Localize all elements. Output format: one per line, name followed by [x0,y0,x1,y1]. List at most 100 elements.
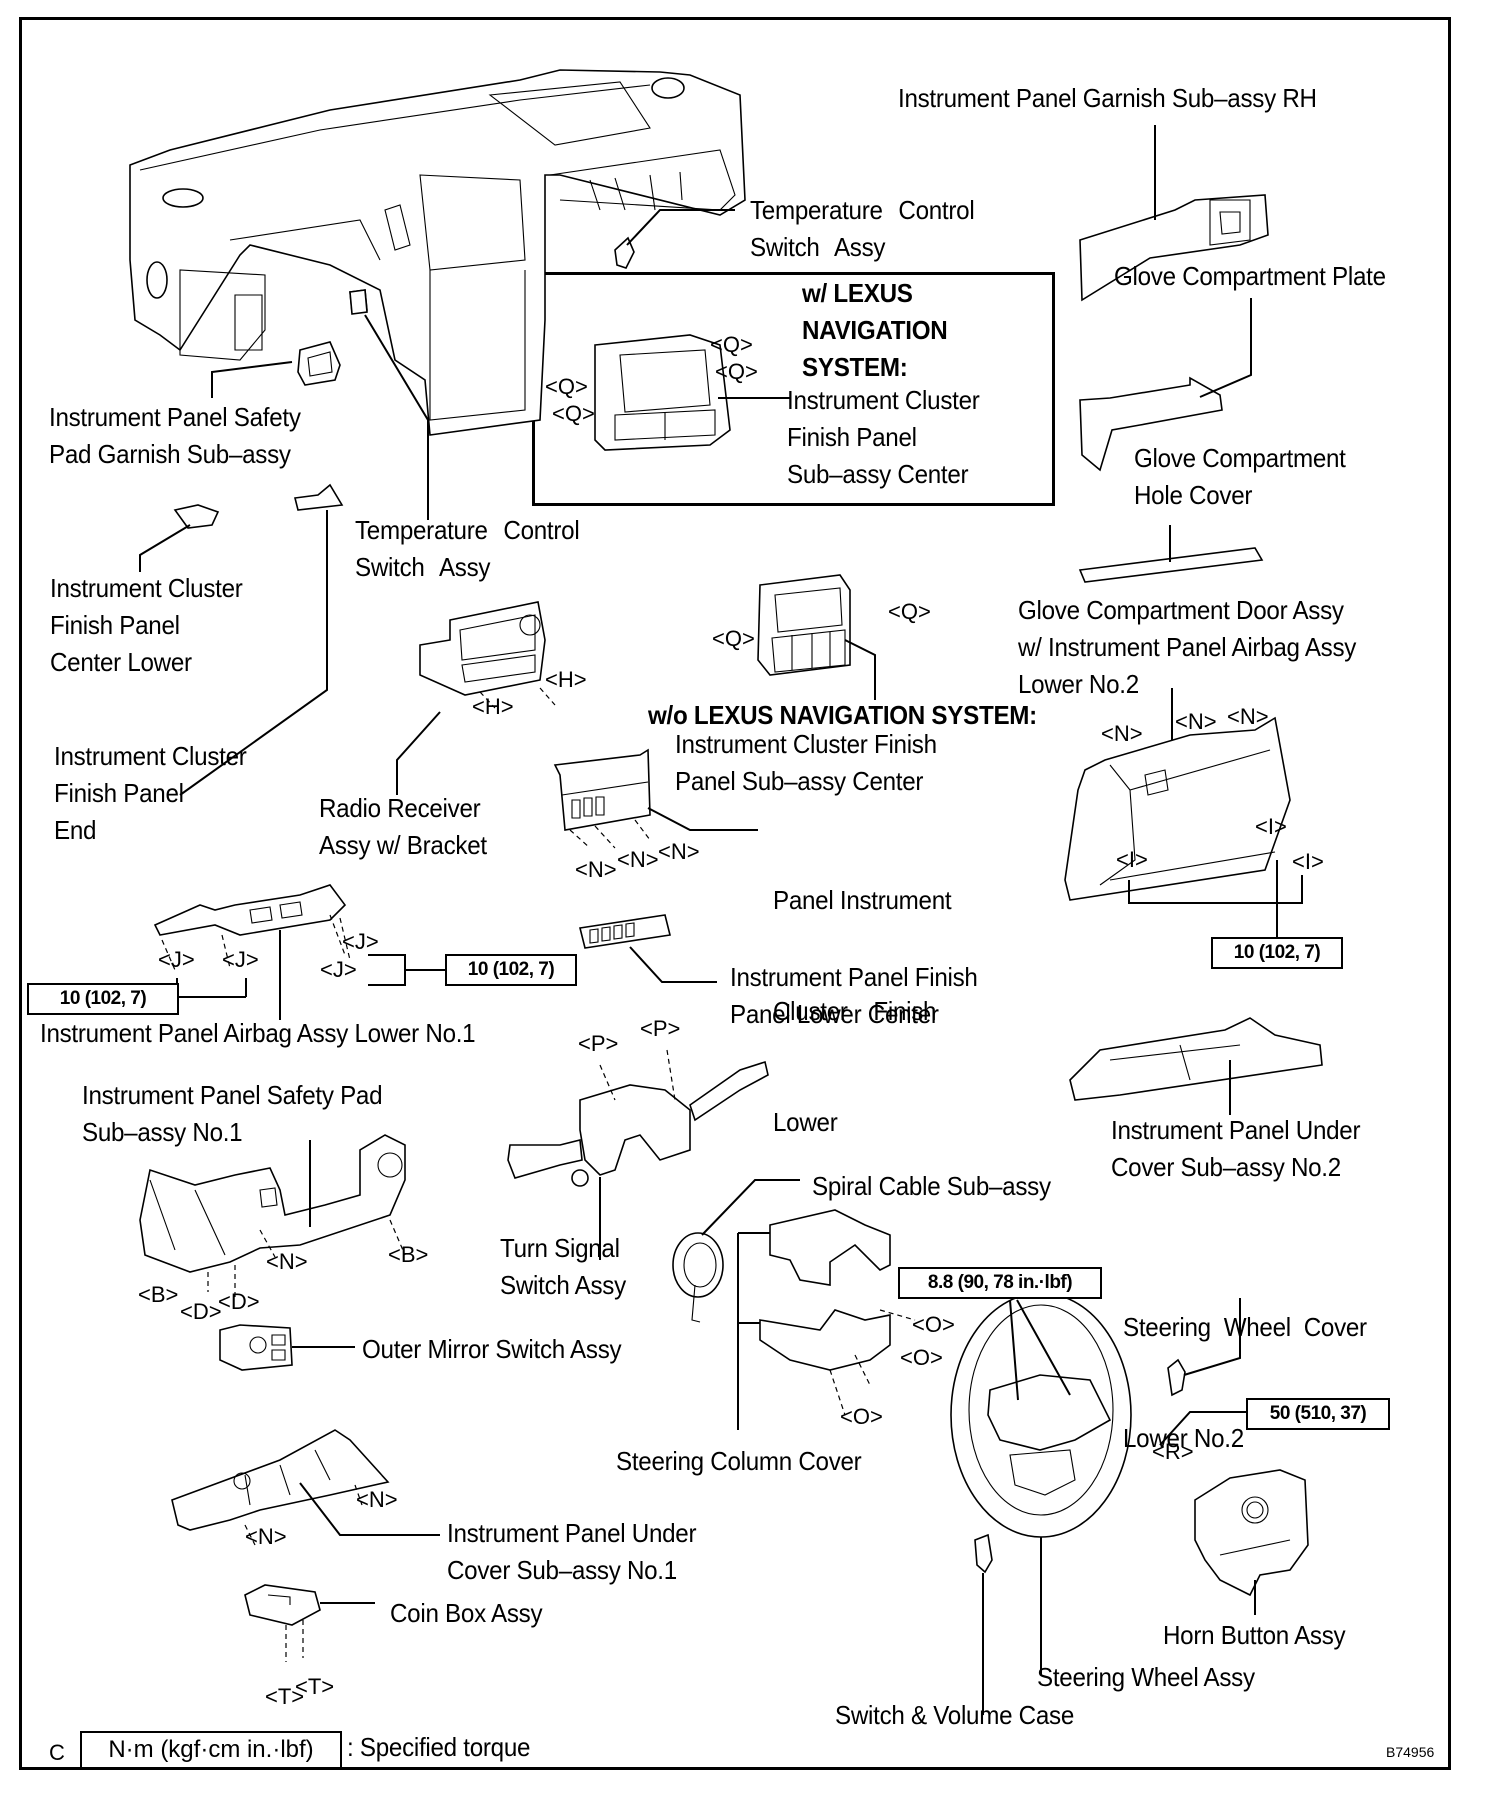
label-garnish-rh: Instrument Panel Garnish Sub–assy RH [898,83,1317,113]
torque-steering-wheel-screws: 8.8 (90, 78 in.·lbf) [898,1267,1102,1299]
clip-tag-n: <N> [356,1487,398,1512]
turn-signal-switch-drawing [507,1060,769,1187]
glove-hole-cover-drawing [1078,547,1264,583]
clip-tag-n: <N> [1101,721,1143,746]
clip-tag-q: <Q> [710,332,753,357]
clip-tag-n: <N> [617,847,659,872]
label-airbag-lower-no1: Instrument Panel Airbag Assy Lower No.1 [40,1018,476,1048]
label-glove-door: Glove Compartment Door Assy w/ Instrumen… [1018,595,1357,699]
clip-tag-h: <H> [545,667,587,692]
legend-prefix: C [49,1740,65,1765]
finish-lower-center-drawing [579,914,671,949]
section-heading-without-navigation: w/o LEXUS NAVIGATION SYSTEM: [648,700,1037,730]
clip-tag-q: <Q> [712,626,755,651]
label-cluster-finish-lower: Panel Instrument Cluster Finish Lower [773,885,952,1137]
coin-box-drawing [244,1584,321,1626]
garnish-rh-drawing [1079,194,1269,302]
clip-tag-n: <N> [658,839,700,864]
label-spiral-cable: Spiral Cable Sub–assy [812,1171,1051,1201]
switch-volume-case-drawing [974,1533,993,1574]
label-cluster-center-lower: Instrument Cluster Finish Panel Center L… [50,573,243,677]
steering-wheel-drawing [950,1292,1132,1538]
clip-tag-j: <J> [342,929,379,954]
legend-description: : Specified torque [347,1732,531,1762]
instrument-panel-drawing [129,69,746,436]
clip-tag-d: <D> [218,1289,260,1314]
clip-tag-j: <J> [222,947,259,972]
label-switch-volume-case: Switch & Volume Case [835,1700,1075,1730]
outer-mirror-switch-drawing [219,1324,293,1371]
label-steering-column-cover: Steering Column Cover [616,1446,862,1476]
label-under-cover-no1: Instrument Panel Under Cover Sub–assy No… [447,1518,697,1585]
label-finish-lower-center: Instrument Panel Finish Panel Lower Cent… [730,962,978,1029]
spiral-cable-drawing [672,1232,724,1323]
glove-door-drawing [1064,716,1291,901]
clip-tag-i: <I> [1292,849,1324,874]
label-turn-signal-switch: Turn Signal Switch Assy [500,1233,626,1300]
label-safety-pad-no1: Instrument Panel Safety Pad Sub–assy No.… [82,1080,383,1147]
label-glove-compartment-plate: Glove Compartment Plate [1114,261,1386,291]
clip-tag-i: <I> [1116,847,1148,872]
clip-tag-i: <I> [1255,814,1287,839]
clip-tag-d: <D> [180,1299,222,1324]
clip-tag-h: <H> [472,694,514,719]
clip-tag-p: <P> [578,1031,619,1056]
torque-airbag-lower-left: 10 (102, 7) [27,983,179,1015]
torque-glove-door: 10 (102, 7) [1211,937,1343,969]
clip-tag-n: <N> [575,857,617,882]
label-steering-wheel: Steering Wheel Assy [1037,1662,1255,1692]
safety-pad-garnish-drawing [297,341,341,386]
clip-tag-n: <N> [1227,704,1269,729]
clip-tag-q: <Q> [552,401,595,426]
clip-tag-t: <T> [295,1674,335,1699]
under-cover-no2-drawing [1069,1017,1323,1101]
clip-tag-o: <O> [900,1345,943,1370]
label-steering-wheel-cover-lower: Steering Wheel Cover Lower No.2 [1123,1312,1367,1453]
clip-tag-t: <T> [265,1684,305,1709]
clip-tag-o: <O> [840,1404,883,1429]
label-radio-receiver: Radio Receiver Assy w/ Bracket [319,793,487,860]
clip-tag-j: <J> [158,947,195,972]
label-horn-button: Horn Button Assy [1163,1620,1346,1650]
clip-tag-j: <J> [320,957,357,982]
clip-tag-p: <P> [640,1016,681,1041]
cluster-finish-lower-drawing [553,748,651,831]
safety-pad-no1-drawing [139,1134,406,1273]
clip-tag-b: <B> [138,1282,179,1307]
figure-code: B74956 [1386,1744,1435,1760]
torque-steering-wheel-nut: 50 (510, 37) [1246,1398,1390,1430]
label-safety-pad-garnish: Instrument Panel Safety Pad Garnish Sub–… [49,402,301,469]
airbag-lower-no1-drawing [153,884,347,936]
label-under-cover-no2: Instrument Panel Under Cover Sub–assy No… [1111,1115,1361,1182]
clip-tag-o: <O> [912,1312,955,1337]
under-cover-no1-drawing [171,1429,390,1531]
clip-tag-q: <Q> [715,359,758,384]
clip-tag-q: <Q> [545,374,588,399]
clip-tag-b: <B> [388,1242,429,1267]
label-cluster-center-nav: Instrument Cluster Finish Panel Sub–assy… [787,385,980,489]
cluster-center-lower-drawing [173,504,220,529]
label-coin-box: Coin Box Assy [390,1598,543,1628]
steering-wheel-cover-lower-drawing [1167,1358,1186,1397]
clip-tag-n: <N> [245,1524,287,1549]
clip-tag-n: <N> [1175,709,1217,734]
section-heading-with-navigation: w/ LEXUS NAVIGATION SYSTEM: [802,278,948,382]
diagram-frame [19,17,1451,1770]
temperature-switch-upper-drawing [614,236,635,269]
temperature-switch-lower-drawing [349,289,368,315]
torque-airbag-lower-right: 10 (102, 7) [445,954,577,986]
label-temperature-switch-upper: Temperature Control Switch Assy [750,195,975,262]
steering-column-cover-drawing [759,1209,891,1371]
legend-torque-unit-box: N·m (kgf·cm in.·lbf) [80,1731,342,1769]
label-temperature-switch-lower: Temperature Control Switch Assy [355,515,580,582]
label-outer-mirror-switch: Outer Mirror Switch Assy [362,1334,622,1364]
label-cluster-center-nonav: Instrument Cluster Finish Panel Sub–assy… [675,729,937,796]
clip-tag-r: <R> [1152,1439,1194,1464]
non-nav-cluster-panel-drawing [757,574,851,676]
nav-cluster-panel-drawing [594,334,731,451]
clip-tag-q: <Q> [888,599,931,624]
radio-receiver-drawing [419,601,546,696]
clip-tag-n: <N> [266,1249,308,1274]
cluster-finish-end-drawing [294,483,344,511]
